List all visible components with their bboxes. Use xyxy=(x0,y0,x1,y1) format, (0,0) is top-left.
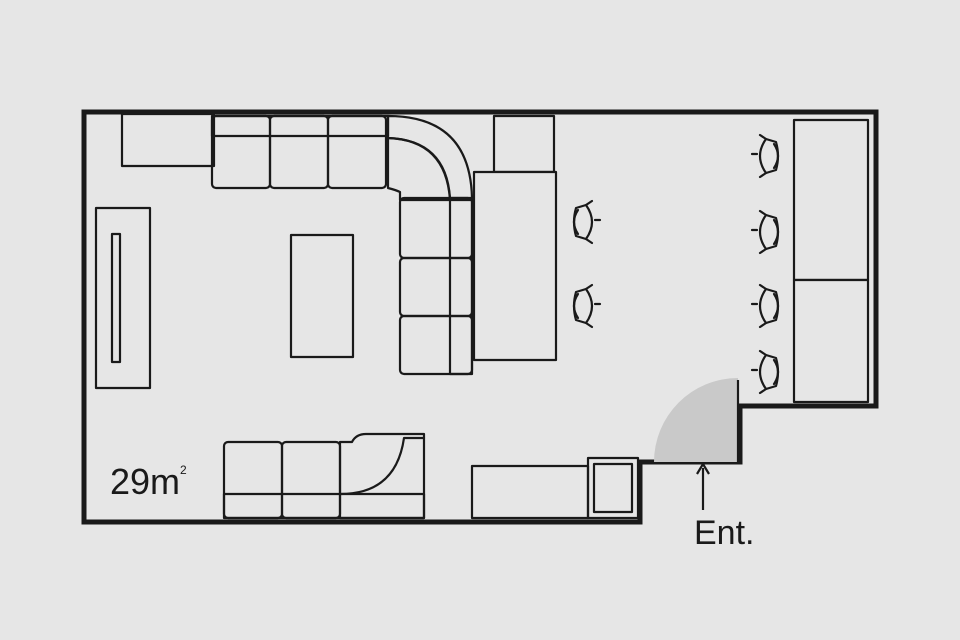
room-walls xyxy=(81,109,879,525)
desk-chair-1 xyxy=(750,133,780,179)
sofa-seat-3 xyxy=(326,114,388,190)
bottom-sofa-corner-seat xyxy=(338,432,426,520)
sofa-backrest-top xyxy=(210,114,390,138)
area-label: 29m2 xyxy=(110,461,187,502)
area-number: 29 xyxy=(110,461,150,502)
desk-chairs xyxy=(750,133,780,395)
entrance-label: Ent. xyxy=(694,514,754,552)
coffee-table xyxy=(289,233,355,359)
tv-cabinet xyxy=(94,206,152,390)
cabinet-top xyxy=(492,114,556,174)
sofa-backrest-side xyxy=(448,196,474,376)
desk-chair-3 xyxy=(750,283,780,329)
bottom-sofa xyxy=(222,432,426,520)
area-unit: m xyxy=(150,461,180,502)
bar-counter xyxy=(472,170,558,362)
counter-stools xyxy=(572,199,602,329)
sofa-corner-seat xyxy=(386,114,474,202)
bottom-sideboard xyxy=(470,464,590,520)
desk-chair-4 xyxy=(750,349,780,395)
entrance-door xyxy=(654,378,740,462)
bottom-cabinet-inner xyxy=(592,462,634,514)
sofa-corner-cushion xyxy=(386,136,452,202)
stool-2 xyxy=(572,283,602,329)
entrance-arrow-icon xyxy=(696,461,710,510)
bottom-sofa-corner-cushion xyxy=(338,436,426,496)
door-swing-arc xyxy=(654,378,738,462)
bottom-sofa-seat-2 xyxy=(280,440,342,520)
desk-bottom-right xyxy=(792,278,870,404)
sofa-seat-5 xyxy=(398,256,474,318)
bottom-cabinet-outer xyxy=(586,456,640,520)
sofa-seat-4 xyxy=(398,196,474,260)
tv-screen xyxy=(110,232,122,364)
tv-cabinet-body xyxy=(94,206,152,390)
sofa-seat-1 xyxy=(210,114,272,190)
sofa-seat-2 xyxy=(268,114,330,190)
sofa-seat-6 xyxy=(398,314,474,376)
desk-chair-2 xyxy=(750,209,780,255)
bottom-sofa-backrest xyxy=(222,492,426,520)
side-table-top-left xyxy=(120,112,216,168)
bottom-sofa-seat-1 xyxy=(222,440,284,520)
area-superscript: 2 xyxy=(180,463,187,477)
stool-1 xyxy=(572,199,602,245)
desk-top-right xyxy=(792,118,870,282)
l-shaped-sofa xyxy=(210,114,474,376)
bottom-cabinet xyxy=(586,456,640,520)
